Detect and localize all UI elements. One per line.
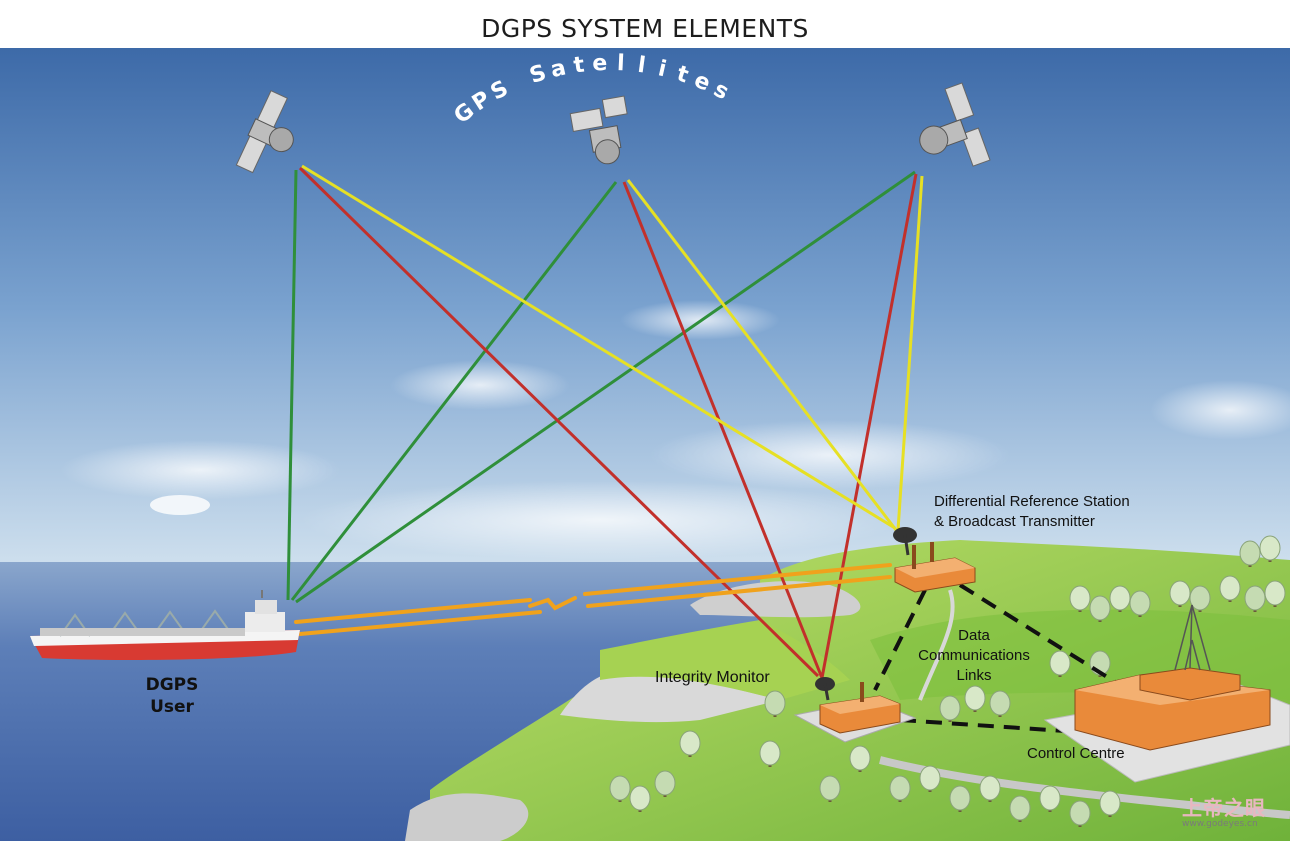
gps-satellites-letter: t: [572, 52, 586, 78]
diagram-title: DGPS SYSTEM ELEMENTS: [481, 14, 809, 43]
data-links-label-line1: Data: [958, 627, 990, 644]
tree: [1259, 535, 1281, 562]
signal-line-yellow-6: [301, 164, 896, 530]
reference-station-label-line1: Differential Reference Station: [934, 493, 1130, 510]
broadcast-link: [294, 563, 892, 636]
integrity-monitor-label: Integrity Monitor: [655, 669, 770, 686]
tree: [919, 765, 941, 792]
signal-line-red-5: [820, 173, 918, 679]
data-links-label: Data Communications Links: [904, 626, 1044, 686]
signal-line-yellow-8: [896, 175, 924, 531]
tree: [1264, 580, 1286, 607]
reference-station-building: [893, 527, 976, 593]
gps-satellites-letter: S: [527, 60, 550, 89]
tree: [654, 770, 676, 797]
watermark-text: 上帝之眼: [1182, 796, 1266, 820]
tree: [964, 685, 986, 712]
dgps-user-label: DGPS User: [120, 674, 224, 718]
tree: [764, 690, 786, 717]
tree: [1219, 575, 1241, 602]
signal-line-yellow-7: [626, 179, 898, 531]
tree: [679, 730, 701, 757]
tree: [939, 695, 961, 722]
tree: [989, 690, 1011, 717]
tree: [1169, 580, 1191, 607]
tree: [1089, 595, 1111, 622]
road-branch: [918, 589, 955, 701]
tree: [1069, 585, 1091, 612]
gps-satellites-letter: l: [616, 51, 625, 76]
tree: [1239, 540, 1261, 567]
dgps-user-label-line1: DGPS: [145, 675, 199, 695]
signal-line-green-0: [286, 169, 298, 601]
gps-satellite-left: [235, 90, 294, 174]
watermark: 上帝之眼 www.godeyes.cn: [1182, 792, 1282, 829]
signal-line-green-2: [295, 170, 916, 604]
tree: [1244, 585, 1266, 612]
tree: [949, 785, 971, 812]
gps-satellites-letter: e: [592, 51, 608, 77]
ship-dgps-user: [30, 590, 300, 660]
tree: [1129, 590, 1151, 617]
control-centre-label: Control Centre: [1027, 745, 1125, 762]
control-centre-building: [1043, 604, 1290, 783]
tree: [629, 785, 651, 812]
tree: [1039, 785, 1061, 812]
dgps-user-label-line2: User: [150, 697, 194, 717]
gps-satellite-right: [919, 82, 991, 167]
tree: [1099, 790, 1121, 817]
tree: [889, 775, 911, 802]
tree: [759, 740, 781, 767]
reference-station-label: Differential Reference Station & Broadca…: [934, 492, 1194, 532]
tree: [1009, 795, 1031, 822]
trees: [609, 535, 1286, 827]
signal-line-red-4: [622, 181, 824, 679]
signal-line-green-1: [290, 181, 618, 601]
watermark-site: www.godeyes.cn: [1182, 819, 1258, 829]
tree: [1049, 650, 1071, 677]
tree: [1189, 585, 1211, 612]
clouds: [60, 300, 1290, 560]
tree: [1069, 800, 1091, 827]
gps-satellite-middle: [569, 95, 628, 165]
tree: [979, 775, 1001, 802]
data-links-label-line3: Links: [956, 667, 992, 684]
reference-station-label-line2: & Broadcast Transmitter: [934, 513, 1095, 530]
road: [879, 756, 1290, 819]
tree: [609, 775, 631, 802]
data-communication-links: [873, 583, 1122, 734]
data-links-label-line2: Communications: [918, 647, 1030, 664]
tree: [1109, 585, 1131, 612]
gps-satellites-letter: a: [548, 55, 568, 83]
tree: [819, 775, 841, 802]
integrity-monitor-building: [793, 677, 917, 743]
tree: [849, 745, 871, 772]
gps-satellites-letter: l: [636, 53, 647, 79]
